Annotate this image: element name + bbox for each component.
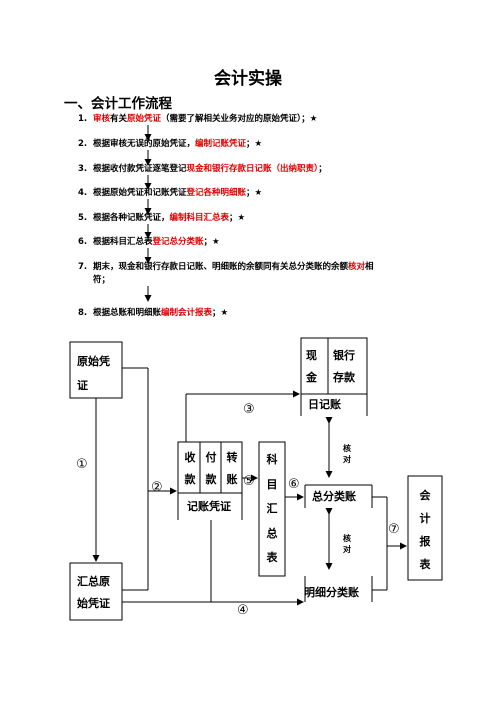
step-marker-2: ② bbox=[151, 480, 163, 495]
check-bottom-char1: 核 bbox=[343, 534, 351, 543]
receipt-line2: 款 bbox=[184, 473, 196, 486]
step-text: 根据科目汇总表 bbox=[93, 237, 153, 247]
cash-line1: 现 bbox=[306, 349, 317, 362]
subject-summary-char2: 目 bbox=[266, 477, 278, 491]
bank-box: 银行 存款 bbox=[333, 345, 355, 389]
page-title: 会计实操 bbox=[214, 69, 282, 89]
check-top-char2: 对 bbox=[343, 455, 351, 464]
step-marker-6: ⑥ bbox=[288, 477, 300, 492]
check-top-char1: 核 bbox=[343, 444, 351, 453]
step-highlight: 核对 bbox=[348, 262, 366, 272]
subject-summary-char4: 总 bbox=[266, 526, 278, 540]
check-bottom-char2: 对 bbox=[343, 545, 351, 554]
step-text: ；★ bbox=[246, 188, 263, 198]
summary-voucher-line2: 始凭证 bbox=[77, 597, 110, 610]
step-highlight: 现金和银行存款日记账（出纳职责） bbox=[186, 164, 319, 174]
step-highlight: 登记各种明细账 bbox=[186, 188, 247, 198]
check-label-bottom: 核 对 bbox=[341, 533, 353, 555]
summary-voucher-line1: 汇总原 bbox=[77, 575, 110, 588]
report-char4: 表 bbox=[419, 558, 431, 571]
step-number: 1. bbox=[78, 114, 88, 124]
step-text: 期末，现金和银行存款日记账、明细账的余额同有关总分类账的余额 bbox=[93, 262, 349, 272]
transfer-voucher: 转 账 bbox=[222, 447, 242, 491]
step-text: ；★ bbox=[246, 139, 263, 149]
payment-line2: 款 bbox=[205, 473, 217, 486]
step-highlight: 编制科目汇总表 bbox=[169, 213, 230, 223]
voucher-label: 记账凭证 bbox=[187, 500, 231, 513]
subject-summary-char1: 科 bbox=[266, 453, 278, 466]
check-label-top: 核 对 bbox=[341, 443, 353, 465]
summary-voucher-box: 汇总原 始凭证 bbox=[77, 571, 110, 615]
step-text: 根据收付款凭证逐笔登记 bbox=[93, 164, 187, 174]
step-marker-1: ① bbox=[76, 457, 88, 472]
workflow-step: 8. 根据总账和明细账编制会计报表；★ bbox=[78, 307, 228, 320]
step-number: 8. bbox=[78, 308, 88, 318]
transfer-line1: 转 bbox=[226, 451, 238, 464]
step-marker-7: ⑦ bbox=[388, 522, 400, 537]
step-text: ；★ bbox=[203, 237, 220, 247]
step-highlight: 编制记账凭证 bbox=[195, 139, 247, 149]
workflow-step: 1. 审核有关原始凭证（需要了解相关业务对应的原始凭证）；★ bbox=[78, 113, 317, 126]
subject-summary-char5: 表 bbox=[266, 551, 278, 564]
payment-voucher: 付 款 bbox=[201, 447, 221, 491]
receipt-line1: 收 bbox=[184, 451, 196, 464]
receipt-voucher: 收 款 bbox=[180, 447, 200, 491]
step-number: 5. bbox=[78, 213, 88, 223]
step-text: （需要了解相关业务对应的原始凭证）；★ bbox=[161, 114, 318, 124]
step-text: 相 bbox=[365, 262, 374, 272]
workflow-step: 4. 根据原始凭证和记账凭证登记各种明细账；★ bbox=[78, 187, 262, 200]
step-text: ； bbox=[318, 164, 327, 174]
payment-line1: 付 bbox=[205, 451, 217, 464]
subject-summary-char3: 汇 bbox=[266, 502, 278, 515]
transfer-line2: 账 bbox=[226, 473, 238, 486]
original-voucher-line2: 证 bbox=[77, 379, 88, 392]
workflow-step: 3. 根据收付款凭证逐笔登记现金和银行存款日记账（出纳职责）； bbox=[78, 163, 327, 176]
workflow-step: 6. 根据科目汇总表登记总分类账；★ bbox=[78, 236, 220, 249]
step-highlight: 原始凭证 bbox=[127, 114, 162, 124]
step-text: ；★ bbox=[229, 213, 246, 223]
cash-box: 现 金 bbox=[306, 345, 317, 389]
step-text: 根据原始凭证和记账凭证 bbox=[93, 188, 187, 198]
workflow-step: 5. 根据各种记账凭证，编制科目汇总表；★ bbox=[78, 212, 245, 225]
report-box: 会 计 报 表 bbox=[415, 484, 435, 576]
step-number: 3. bbox=[78, 164, 88, 174]
step-text: 根据各种记账凭证， bbox=[93, 213, 170, 223]
bank-line2: 存款 bbox=[333, 371, 355, 384]
journal-label: 日记账 bbox=[308, 398, 341, 411]
step-number: 7. bbox=[78, 262, 88, 272]
step-text: ；★ bbox=[212, 308, 229, 318]
step-highlight: 审核 bbox=[93, 114, 111, 124]
subject-summary-box: 科 目 汇 总 表 bbox=[262, 448, 282, 571]
step-marker-5: ⑤ bbox=[243, 474, 255, 489]
step-text: 有关 bbox=[110, 114, 128, 124]
step-number: 6. bbox=[78, 237, 88, 247]
original-voucher-line1: 原始凭 bbox=[77, 355, 110, 368]
step-marker-3: ③ bbox=[243, 402, 255, 417]
step-highlight: 登记总分类账 bbox=[152, 237, 204, 247]
step-continuation: 符； bbox=[93, 275, 111, 285]
workflow-step: 2. 根据审核无误的原始凭证，编制记账凭证；★ bbox=[78, 138, 262, 151]
workflow-step: 7. 期末，现金和银行存款日记账、明细账的余额同有关总分类账的余额核对相符； bbox=[78, 261, 374, 287]
report-char3: 报 bbox=[419, 535, 431, 548]
original-voucher-box: 原始凭 证 bbox=[77, 350, 110, 398]
detail-ledger-label: 明细分类账 bbox=[304, 586, 359, 599]
general-ledger-label: 总分类账 bbox=[312, 490, 356, 503]
step-highlight: 编制会计报表 bbox=[161, 308, 213, 318]
step-text: 根据审核无误的原始凭证， bbox=[93, 139, 196, 149]
cash-line2: 金 bbox=[306, 371, 317, 384]
section-heading: 一、会计工作流程 bbox=[64, 96, 172, 112]
step-number: 4. bbox=[78, 188, 88, 198]
step-text: 根据总账和明细账 bbox=[93, 308, 162, 318]
bank-line1: 银行 bbox=[333, 349, 355, 362]
step-number: 2. bbox=[78, 139, 88, 149]
step-marker-4: ④ bbox=[237, 603, 249, 618]
report-char2: 计 bbox=[419, 512, 431, 525]
report-char1: 会 bbox=[419, 489, 431, 502]
